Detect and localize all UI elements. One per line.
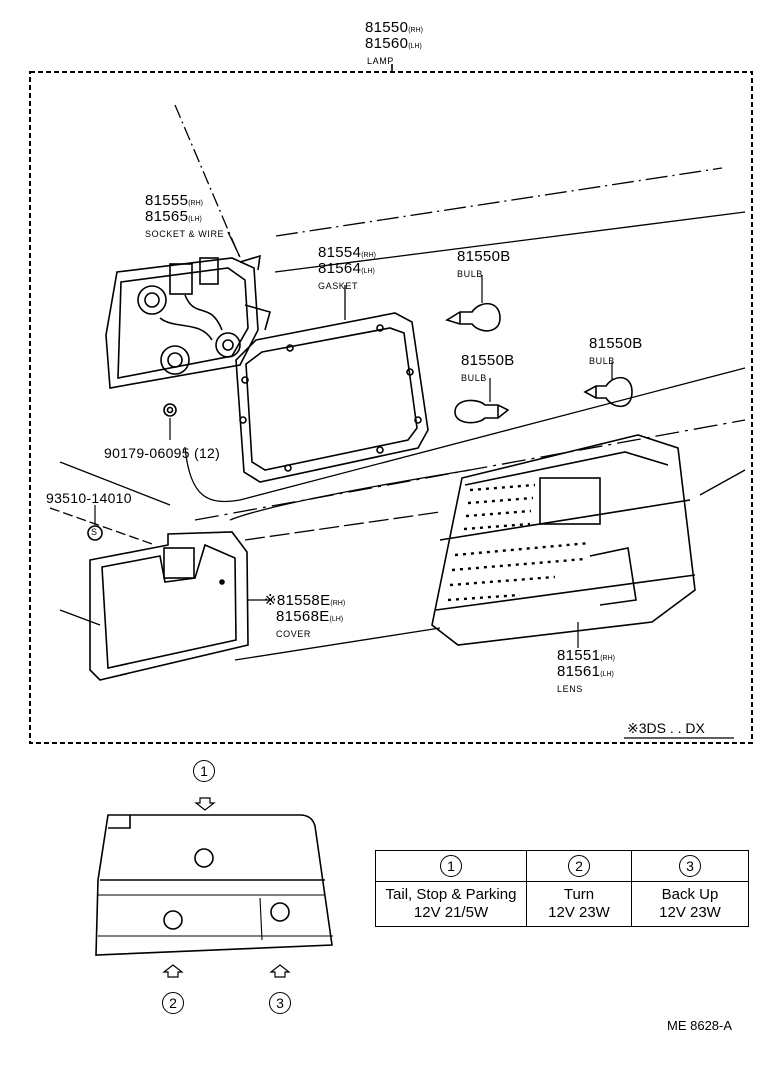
model-note: ※3DS . . DX (627, 720, 705, 736)
screw-part-number: 90179-06095 (12) (104, 445, 221, 461)
lamp-name: LAMP (367, 56, 394, 66)
bulb-table-header-3: 3 (631, 850, 749, 882)
bulb-2-spec: 12V 23W (548, 904, 610, 921)
cover-part-lh: 81568E (276, 608, 330, 625)
bulb-c-name: BULB (589, 356, 615, 366)
header-3-marker: 3 (679, 855, 701, 877)
socket-name: SOCKET & WIRE (145, 229, 225, 239)
cover-label: ※81558E(RH) 81568E(LH) COVER (264, 593, 345, 641)
socket-part-rh: 81555 (145, 192, 189, 209)
gasket-name: GASKET (318, 281, 359, 291)
lamp-front-view (95, 814, 333, 956)
bulb-c-part (583, 362, 633, 408)
header-2-marker: 2 (568, 855, 590, 877)
assembly-boundary (29, 71, 753, 744)
lens-name: LENS (557, 684, 583, 694)
bulb-table-header-row: 1 2 3 (375, 850, 749, 882)
screw-part (163, 403, 177, 440)
bulb-c-part: 81550B (589, 335, 643, 352)
bulb-2-function: Turn (563, 886, 595, 903)
bulb-a-label: 81550B BULB (457, 249, 511, 281)
bulb-a-part: 81550B (457, 248, 511, 265)
clip-symbol: S (91, 527, 98, 537)
position-2-marker: 2 (162, 992, 184, 1014)
position-1-arrow (194, 797, 216, 811)
bulb-a-part (445, 275, 501, 332)
position-3-arrow (269, 964, 291, 978)
lamp-rh-tag: (RH) (408, 27, 423, 34)
header-1-marker: 1 (440, 855, 462, 877)
bulb-a-name: BULB (457, 269, 483, 279)
bulb-b-part (454, 378, 510, 424)
gasket-rh-tag: (RH) (361, 252, 376, 259)
lens-label: 81551(RH) 81561(LH) LENS (557, 648, 615, 696)
gasket-label: 81554(RH) 81564(LH) GASKET (318, 245, 376, 293)
bulb-b-name: BULB (461, 373, 487, 383)
gasket-lh-tag: (LH) (361, 268, 375, 275)
cover-part (89, 531, 249, 681)
position-1-marker: 1 (193, 760, 215, 782)
socket-leader (227, 231, 241, 258)
gasket-part (235, 312, 429, 483)
lens-part-rh: 81551 (557, 647, 601, 664)
socket-part-lh: 81565 (145, 208, 189, 225)
clip-part-number: 93510-14010 (46, 490, 132, 506)
bulb-table-header-1: 1 (375, 850, 527, 882)
position-2-arrow (162, 964, 184, 978)
lamp-part-rh: 81550 (365, 19, 409, 36)
bulb-c-label: 81550B BULB (589, 336, 643, 368)
lamp-label: 81550(RH) 81560(LH) LAMP (365, 20, 423, 68)
lamp-lh-tag: (LH) (408, 43, 422, 50)
bulb-b-label: 81550B BULB (461, 353, 515, 385)
clip-symbol-circle (87, 525, 103, 541)
position-3-marker: 3 (269, 992, 291, 1014)
bulb-3-spec: 12V 23W (659, 904, 721, 921)
bulb-3-function: Back Up (661, 886, 719, 903)
socket-wire-part (105, 254, 271, 389)
lens-lh-tag: (LH) (600, 671, 614, 678)
bulb-1-spec: 12V 21/5W (413, 904, 489, 921)
bulb-table-header-2: 2 (526, 850, 632, 882)
cover-lh-tag: (LH) (329, 616, 344, 623)
lamp-part-lh: 81560 (365, 35, 409, 52)
socket-label: 81555(RH) 81565(LH) SOCKET & WIRE (145, 193, 224, 241)
lens-part-lh: 81561 (557, 663, 601, 680)
gasket-part-lh: 81564 (318, 260, 362, 277)
reference-code: ME 8628-A (667, 1018, 733, 1033)
cover-name: COVER (276, 629, 312, 639)
lens-part (431, 434, 696, 646)
cover-rh-tag: (RH) (330, 600, 346, 607)
socket-rh-tag: (RH) (188, 200, 203, 207)
socket-lh-tag: (LH) (188, 216, 202, 223)
gasket-part-rh: 81554 (318, 244, 362, 261)
cover-part-rh: ※81558E (264, 592, 331, 609)
bulb-b-part: 81550B (461, 352, 515, 369)
body-panel-lines (49, 104, 746, 661)
lens-rh-tag: (RH) (600, 655, 615, 662)
bulb-1-function: Tail, Stop & Parking (385, 886, 517, 903)
